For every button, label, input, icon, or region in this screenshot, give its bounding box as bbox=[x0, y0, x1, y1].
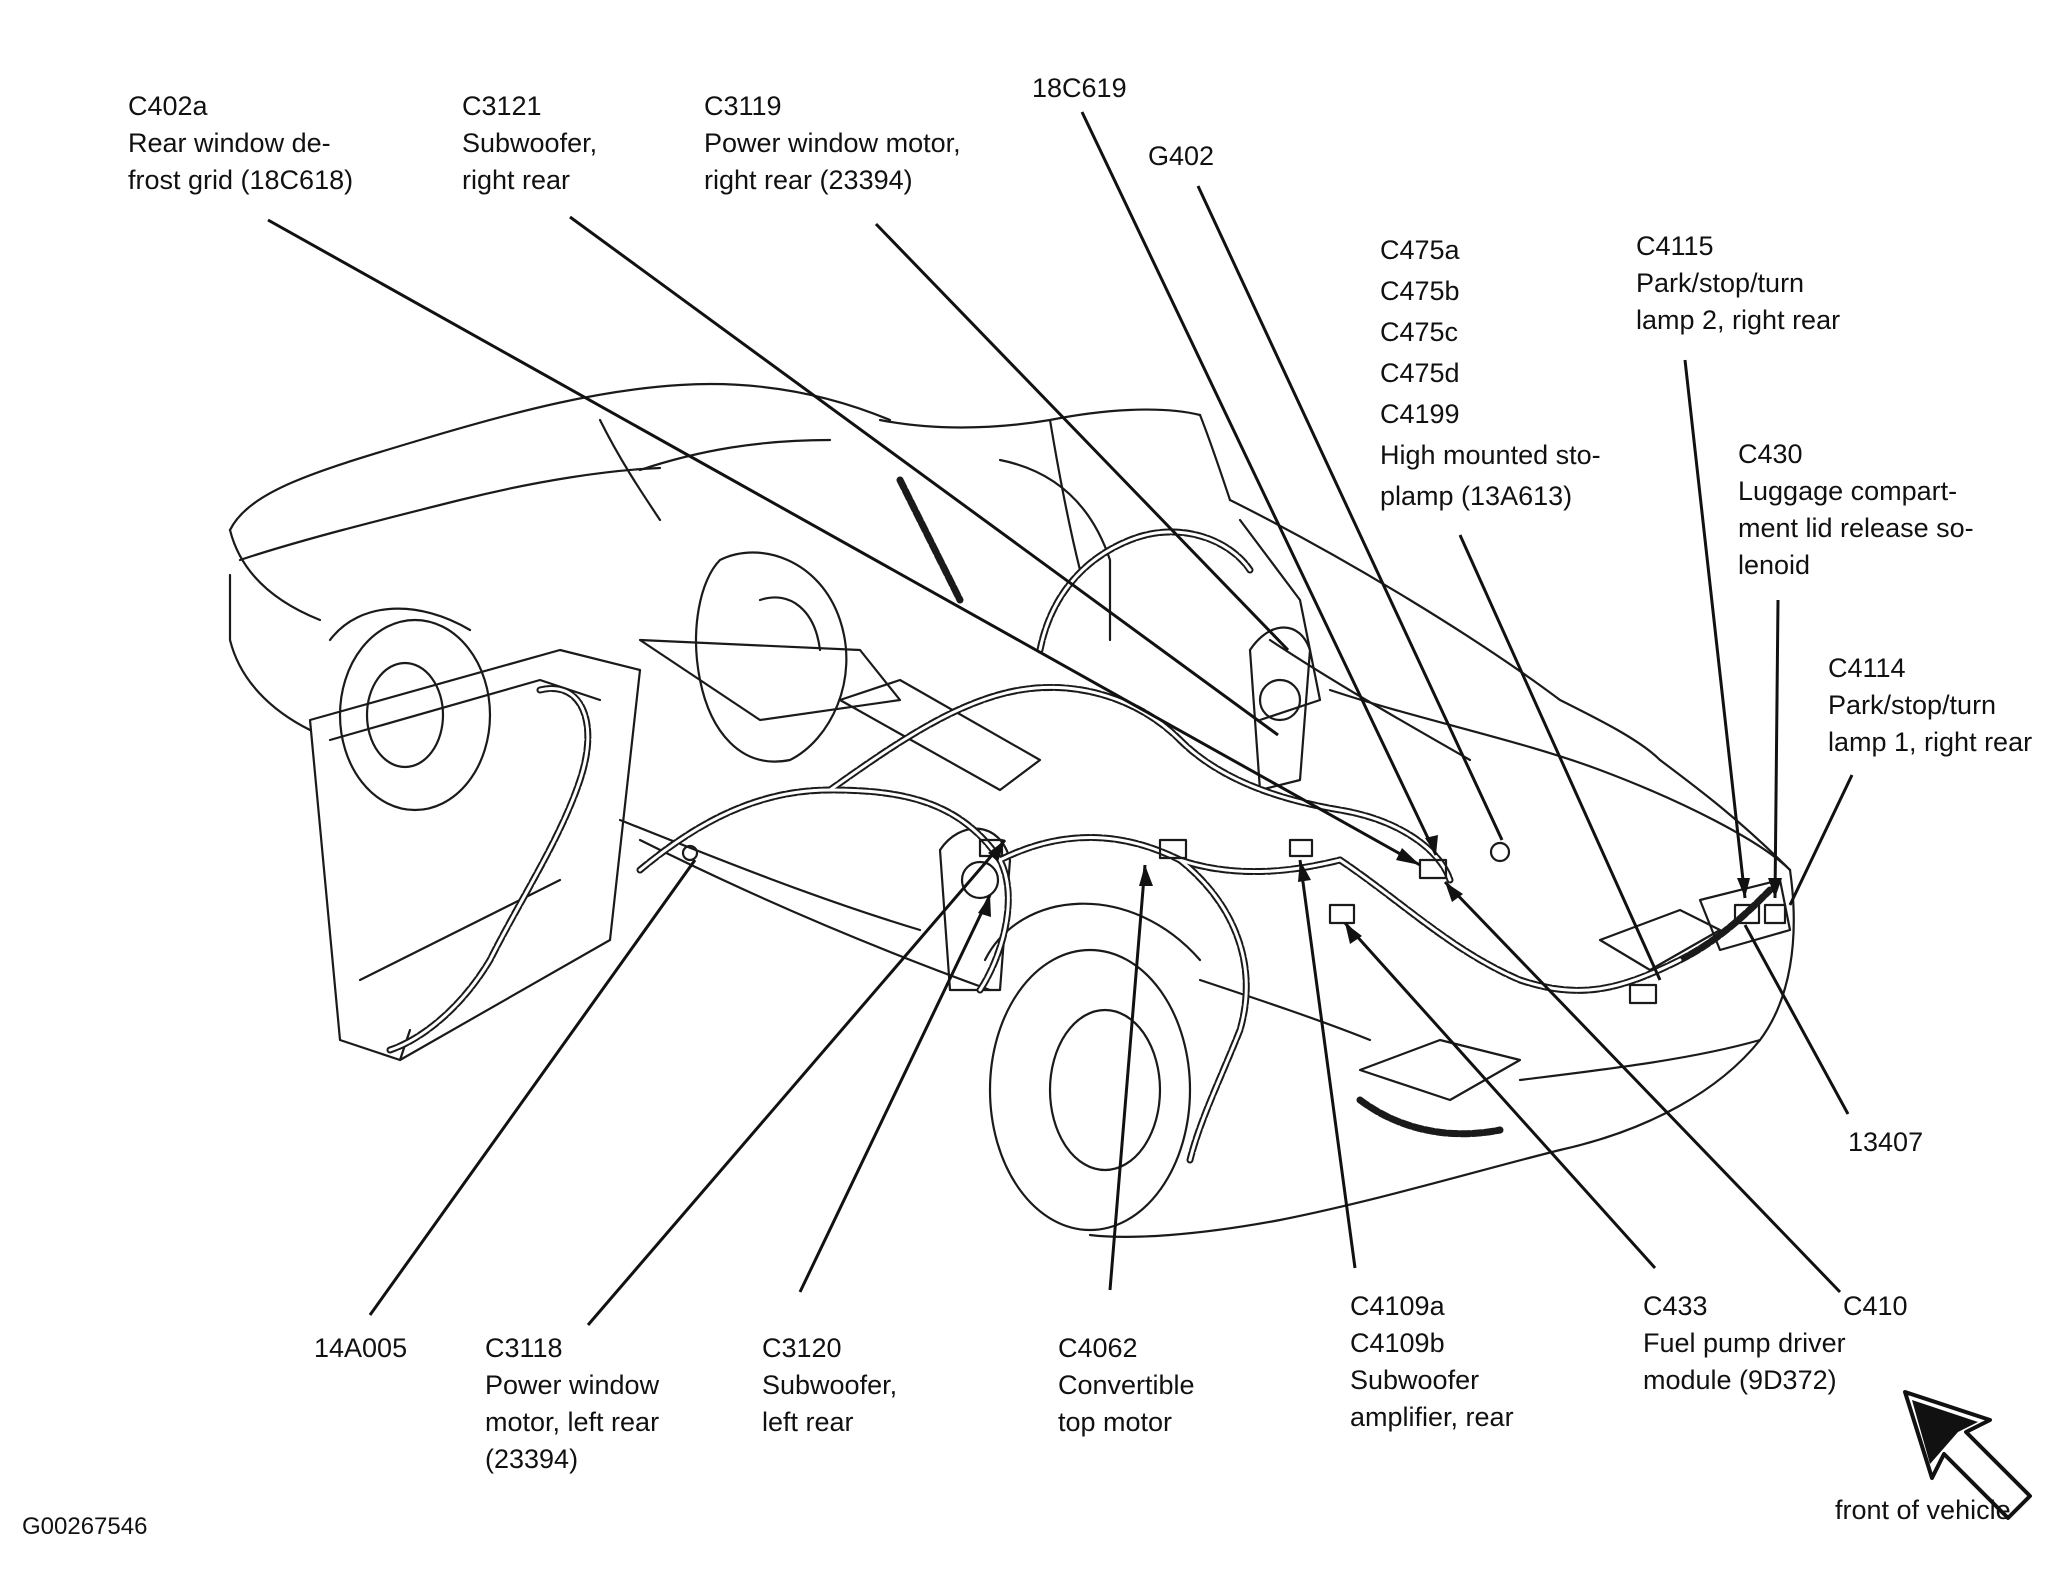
callout-14a005: 14A005 bbox=[314, 1333, 408, 1363]
leader-c3121 bbox=[569, 215, 1279, 737]
callout-g402: G402 bbox=[1148, 141, 1215, 171]
callout-18c619: 18C619 bbox=[1032, 73, 1127, 103]
leader-c475 bbox=[1458, 534, 1662, 981]
callout-c4109: C4109a C4109b Subwoofer amplifier, rear bbox=[1350, 1291, 1514, 1432]
leader-c4114 bbox=[1788, 774, 1854, 906]
callout-c402a: C402a Rear window de- frost grid (18C618… bbox=[128, 91, 354, 195]
leader-c3119 bbox=[874, 222, 1290, 652]
leader-c410 bbox=[1443, 880, 1842, 1294]
leader-c433 bbox=[1343, 921, 1657, 1270]
callout-c410: C410 bbox=[1843, 1291, 1908, 1321]
leader-c4109 bbox=[1298, 859, 1357, 1269]
leader-c3118 bbox=[586, 839, 1007, 1326]
vehicle-illustration bbox=[228, 382, 1795, 1238]
leader-c4115 bbox=[1683, 359, 1747, 899]
callout-c475: C475a C475b C475c C475d C4199 High mount… bbox=[1380, 235, 1601, 511]
leader-lines bbox=[267, 111, 1854, 1326]
callout-c3121: C3121 Subwoofer, right rear bbox=[462, 91, 598, 195]
callout-c4115: C4115 Park/stop/turn lamp 2, right rear bbox=[1636, 231, 1841, 335]
leader-g402 bbox=[1196, 185, 1504, 841]
leader-14a005 bbox=[368, 859, 697, 1316]
callout-c4062: C4062 Convertible top motor bbox=[1058, 1333, 1195, 1437]
leader-c3120 bbox=[798, 894, 992, 1293]
leader-c430 bbox=[1773, 599, 1780, 899]
callout-c3120: C3120 Subwoofer, left rear bbox=[762, 1333, 898, 1437]
leader-c402a bbox=[267, 218, 1421, 867]
front-of-vehicle-label: front of vehicle bbox=[1835, 1495, 2011, 1525]
callout-c430: C430 Luggage compart- ment lid release s… bbox=[1738, 439, 1974, 580]
callout-c3118: C3118 Power window motor, left rear (233… bbox=[485, 1333, 660, 1474]
callout-13407: 13407 bbox=[1848, 1127, 1924, 1157]
callout-c433: C433 Fuel pump driver module (9D372) bbox=[1643, 1291, 1846, 1395]
wiring-harness bbox=[386, 476, 1787, 1164]
leader-c4062 bbox=[1108, 864, 1147, 1291]
leader-18c619 bbox=[1080, 111, 1438, 856]
callout-c4114: C4114 Park/stop/turn lamp 1, right rear bbox=[1828, 653, 2033, 757]
front-of-vehicle-arrow-icon bbox=[1903, 1390, 2032, 1520]
figure-id: G00267546 bbox=[22, 1513, 148, 1540]
leader-13407 bbox=[1743, 924, 1850, 1115]
callout-c3119: C3119 Power window motor, right rear (23… bbox=[704, 91, 961, 195]
